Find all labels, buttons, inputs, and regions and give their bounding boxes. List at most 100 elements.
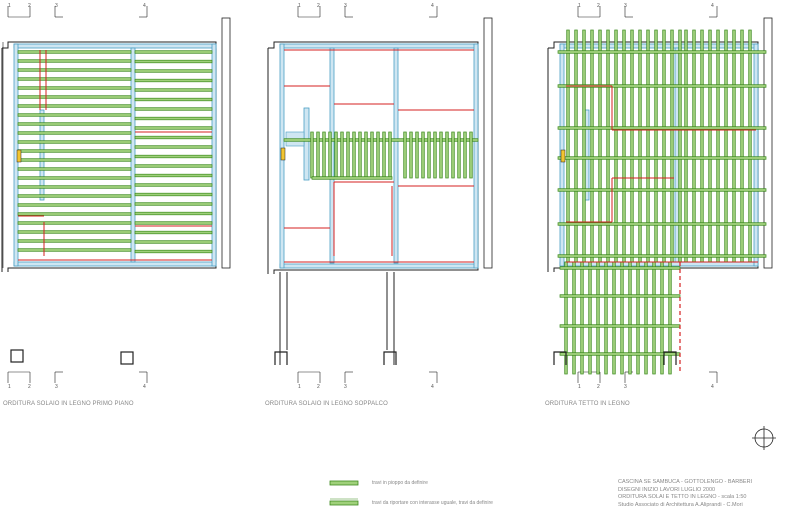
beam: [17, 167, 132, 171]
beam: [17, 86, 132, 90]
beam: [17, 131, 132, 135]
beam: [604, 261, 608, 375]
beam: [340, 131, 344, 179]
beam: [134, 50, 213, 54]
beam: [134, 59, 213, 64]
beam: [134, 78, 213, 83]
beam: [382, 131, 386, 179]
beam: [310, 131, 314, 179]
beam: [445, 131, 449, 179]
beam: [622, 29, 626, 263]
beam: [662, 29, 666, 263]
plan-tetto: [547, 6, 773, 383]
beam: [134, 145, 213, 149]
beam: [17, 59, 132, 63]
beam: [559, 324, 681, 328]
wall: [559, 43, 759, 49]
beam: [17, 194, 132, 198]
axis-label-2: 2: [597, 3, 600, 9]
axis-label-4: 4: [711, 384, 714, 390]
beam: [646, 29, 650, 263]
beam: [463, 131, 467, 179]
beam: [588, 261, 592, 375]
wall: [13, 261, 217, 267]
beam: [134, 192, 213, 197]
beam: [17, 185, 132, 189]
beam: [628, 261, 632, 375]
legend-swatch-1: [329, 480, 359, 486]
outer-wall: [548, 41, 759, 272]
beam: [17, 95, 132, 99]
beam: [322, 131, 326, 179]
beam: [415, 131, 419, 179]
plan-caption-tetto: ORDITURA TETTO IN LEGNO: [545, 401, 630, 407]
beam: [134, 240, 213, 244]
beam: [134, 249, 213, 254]
legend-label-2: travi da riportare con interasse uguale,…: [372, 500, 493, 506]
axis-label-2: 2: [28, 3, 31, 9]
title-line-3: ORDITURA SOLAI E TETTO IN LEGNO - scala …: [618, 494, 747, 500]
axis-label-2: 2: [317, 3, 320, 9]
beam: [403, 131, 407, 179]
beam: [134, 173, 213, 178]
wall: [130, 47, 136, 263]
beam: [660, 261, 664, 375]
beam: [469, 131, 473, 179]
beam: [557, 188, 767, 192]
beam: [17, 122, 132, 126]
wall: [279, 43, 479, 49]
beam: [328, 131, 332, 179]
beam: [17, 176, 132, 180]
axis-label-4: 4: [143, 3, 146, 9]
wall: [753, 43, 759, 267]
beam: [134, 183, 213, 187]
beam: [614, 29, 618, 263]
title-block: CASCINA SE SAMBUCA - GOTTOLENGO - BARBER…: [618, 479, 752, 509]
beam: [388, 131, 392, 179]
beam: [17, 239, 132, 243]
axis-label-2: 2: [317, 384, 320, 390]
pillar: [120, 351, 134, 365]
compass-symbol: [752, 426, 776, 450]
beam: [557, 222, 767, 226]
legend-swatches: [329, 480, 359, 506]
pilaster: [221, 17, 231, 269]
axis-label-1: 1: [578, 384, 581, 390]
beam: [17, 140, 132, 144]
pillar: [553, 351, 567, 365]
beam: [692, 29, 696, 263]
beam: [134, 69, 213, 73]
pillar: [383, 351, 397, 365]
plan-caption-soppalco: ORDITURA SOLAIO IN LEGNO SOPPALCO: [265, 401, 388, 407]
axis-label-1: 1: [298, 384, 301, 390]
outer-wall: [268, 41, 479, 274]
beam: [598, 29, 602, 263]
axis-label-1: 1: [8, 3, 11, 9]
axis-label-1: 1: [578, 3, 581, 9]
beam: [134, 230, 213, 235]
beam: [334, 131, 338, 179]
beam: [352, 131, 356, 179]
axis-label-3: 3: [624, 3, 627, 9]
beam: [557, 156, 767, 160]
beam: [724, 29, 728, 263]
beam: [678, 29, 682, 263]
pillar: [663, 351, 677, 365]
axis-label-1: 1: [298, 3, 301, 9]
beam: [134, 164, 213, 168]
beam: [612, 261, 616, 375]
beam: [409, 131, 413, 179]
beam: [134, 97, 213, 102]
beam: [732, 29, 736, 263]
axis-label-3: 3: [344, 384, 347, 390]
beam: [433, 131, 437, 179]
beam: [134, 88, 213, 92]
beam: [17, 149, 132, 153]
outer-wall: [2, 41, 217, 272]
beam: [421, 131, 425, 179]
legend-label-1: travi in pioppo da definire: [372, 480, 428, 486]
beam: [574, 29, 578, 263]
beam: [17, 113, 132, 117]
beam: [376, 131, 380, 179]
beam: [17, 68, 132, 72]
